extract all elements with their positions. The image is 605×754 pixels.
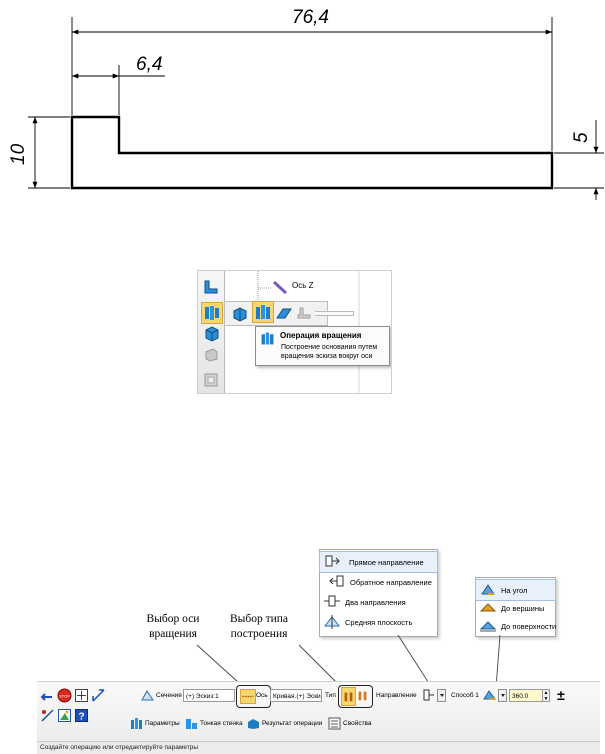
angle-input[interactable]: 360.0	[509, 689, 543, 702]
tooltip-title: Операция вращения	[280, 331, 362, 340]
to-surface-icon	[479, 618, 497, 634]
tab-operation-result[interactable]: Результат операции	[247, 717, 322, 730]
axis-select-icon[interactable]	[240, 689, 256, 704]
section-icon[interactable]	[140, 688, 155, 703]
method-label: Способ 1	[451, 692, 479, 699]
dim-step-text: 6,4	[136, 54, 162, 75]
extrude-cube-icon[interactable]	[201, 323, 221, 343]
rotation-operation-icon[interactable]	[252, 301, 274, 323]
method-item-angle[interactable]: На угол	[475, 579, 556, 601]
reverse-direction-icon	[328, 574, 346, 590]
fixation-icon[interactable]	[74, 688, 89, 703]
rotation-tooltip-icon	[259, 330, 276, 347]
method-item-label: До вершины	[501, 603, 545, 613]
disabled-tool-icon[interactable]	[201, 344, 221, 364]
help-icon[interactable]: ?	[74, 708, 89, 723]
rotation-group-icon[interactable]	[201, 302, 223, 324]
tab-label: Свойства	[343, 720, 372, 727]
middle-plane-icon	[323, 614, 341, 630]
method-item-label: До поверхности	[501, 621, 557, 631]
type-highlight-ring	[338, 685, 373, 708]
type-solid-icon[interactable]	[341, 687, 356, 706]
disabled-frame-icon[interactable]	[201, 370, 221, 390]
plus-minus-icon[interactable]: ±	[557, 687, 565, 703]
tab-parameters[interactable]: Параметры	[130, 717, 180, 730]
extrude-flyout-icon[interactable]	[230, 303, 250, 323]
profile-drawing: 76,4 6,4 10 5	[8, 7, 604, 200]
type-sphere-icon[interactable]	[356, 687, 369, 704]
method-angle-icon[interactable]	[482, 688, 497, 703]
type-label: Тип	[325, 692, 336, 699]
direction-item-label: Обратное направление	[350, 577, 432, 587]
snap-icon[interactable]	[91, 688, 106, 703]
dim-total-text: 76,4	[292, 7, 329, 28]
direction-item-label: Средняя плоскость	[345, 617, 413, 627]
direct-direction-icon	[323, 554, 341, 570]
shell-operation-icon[interactable]	[201, 277, 221, 297]
section-field[interactable]: (+) Эскиз:1	[183, 689, 235, 702]
direction-item-middle[interactable]: Средняя плоскость	[320, 612, 412, 632]
angle-spinner[interactable]: ▲▼	[542, 689, 550, 702]
method-item-surface[interactable]: До поверхности	[476, 616, 556, 636]
to-vertex-icon	[479, 600, 497, 616]
direction-item-two[interactable]: Два направления	[320, 592, 406, 612]
direction-item-label: Два направления	[345, 597, 406, 607]
create-object-icon[interactable]	[40, 689, 55, 704]
callout-build-type: Выбор типа построения	[229, 613, 289, 640]
direction-item-label: Прямое направление	[349, 557, 424, 567]
tab-properties[interactable]: Свойства	[328, 717, 372, 730]
axis-label: Ось	[256, 692, 268, 699]
dim-thickness-text: 5	[571, 132, 592, 143]
direction-menu: Прямое направление Обратное направление …	[319, 549, 438, 637]
profile-outline	[70, 115, 554, 190]
two-directions-icon	[323, 594, 341, 610]
axis-z-label: Ось Z	[292, 281, 314, 290]
property-panel: STOP ? Сечение (+) Эскиз:1 Ось Кривая.(+…	[37, 681, 600, 742]
tab-thin-wall[interactable]: Тонкая стенка	[185, 717, 243, 730]
direction-label: Направление	[376, 692, 417, 699]
kinematic-icon[interactable]	[274, 303, 294, 323]
loft-disabled-icon[interactable]	[294, 303, 314, 323]
method-menu: На угол До вершины До поверхности	[475, 577, 556, 637]
axis-curve-field[interactable]: Кривая.(+) Эскиз	[270, 689, 322, 702]
parameters-tab-icon	[130, 717, 143, 730]
flyout-tail	[315, 311, 354, 316]
direction-current-icon[interactable]	[421, 688, 436, 703]
callout-axis-choice: Выбор оси вращения	[146, 613, 200, 640]
svg-text:STOP: STOP	[59, 694, 70, 699]
dim-height-text: 10	[8, 143, 29, 165]
tab-label: Параметры	[145, 720, 180, 727]
section-label: Сечение	[156, 692, 182, 699]
direction-dropdown[interactable]	[437, 689, 446, 702]
properties-tab-icon	[328, 717, 341, 730]
tooltip: Операция вращения Построение основания п…	[255, 326, 390, 366]
preview-icon[interactable]	[57, 708, 72, 723]
stop-icon[interactable]: STOP	[57, 688, 72, 703]
operation-result-tab-icon	[247, 717, 260, 730]
status-bar: Создайте операцию или отредактируйте пар…	[37, 741, 600, 754]
direction-item-direct[interactable]: Прямое направление	[319, 551, 438, 573]
axis-z-icon	[271, 278, 289, 296]
tab-label: Тонкая стенка	[200, 720, 243, 727]
svg-text:?: ?	[78, 712, 84, 723]
method-item-vertex[interactable]: До вершины	[476, 598, 544, 618]
tooltip-description: Построение основания путем вращения эски…	[281, 344, 378, 360]
method-dropdown[interactable]	[498, 689, 507, 702]
method-item-label: На угол	[501, 585, 528, 595]
toolbar-snippet: Ось Z Операция вращения Построение основ…	[197, 270, 392, 394]
direction-item-reverse[interactable]: Обратное направление	[320, 572, 432, 592]
tab-label: Результат операции	[262, 720, 323, 727]
angle-icon	[479, 582, 497, 598]
thin-wall-tab-icon	[185, 717, 198, 730]
magnet-icon[interactable]	[40, 708, 55, 723]
